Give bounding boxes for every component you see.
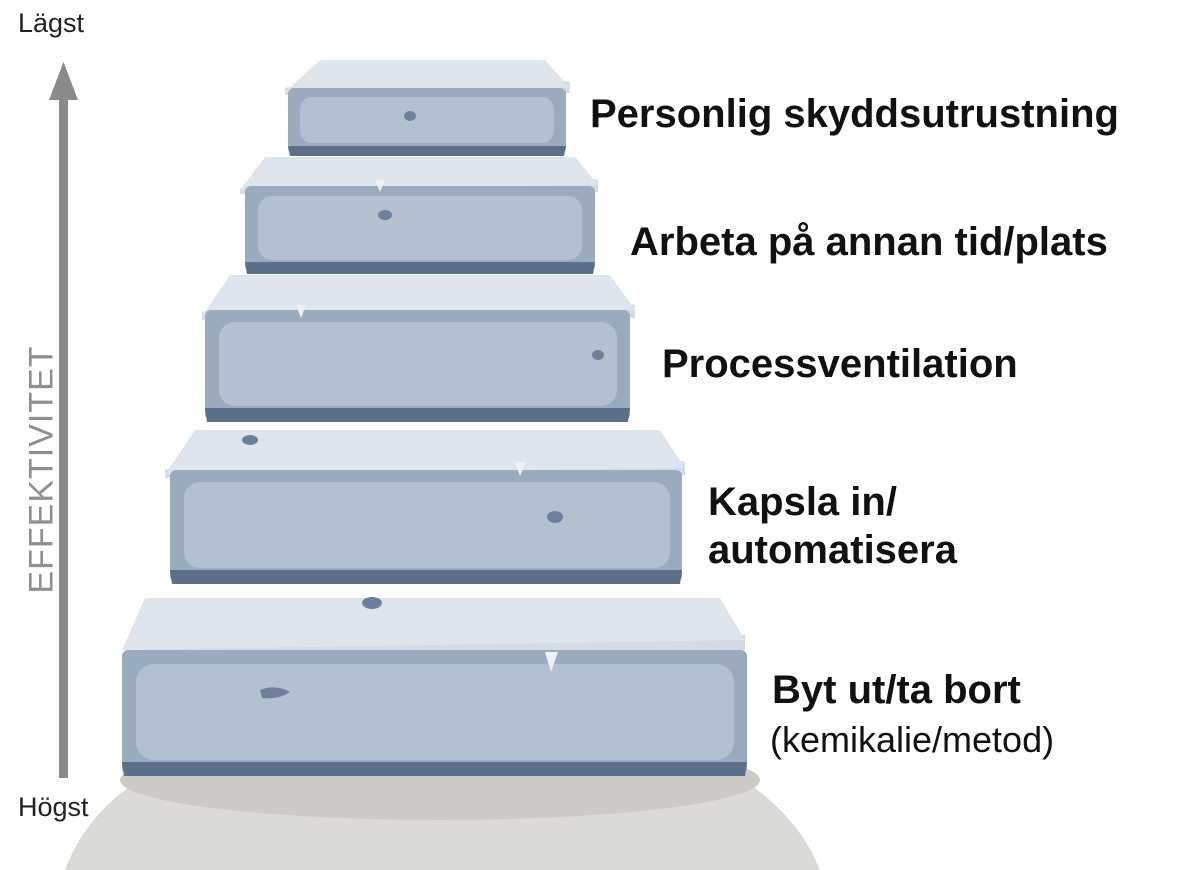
effectiveness-arrow-head: [49, 62, 78, 100]
axis-title: EFFEKTIVITET: [22, 345, 61, 594]
step-label-work-other-time-place: Arbeta på annan tid/plats: [630, 220, 1108, 264]
step-label-substitute-remove: Byt ut/ta bort: [772, 668, 1021, 712]
stair-step-3: [202, 275, 635, 422]
step-sublabel-chemical-method: (kemikalie/metod): [770, 719, 1055, 760]
step-label-line: automatisera: [708, 528, 957, 572]
axis-bottom-label: Högst: [18, 792, 89, 822]
stair-step-1: [285, 60, 570, 156]
stair-step-4: [165, 430, 685, 584]
axis-top-label: Lägst: [18, 8, 85, 38]
step-label-process-ventilation: Processventilation: [662, 342, 1018, 386]
stair-step-5: [122, 597, 747, 776]
stair-step-2: [240, 157, 598, 274]
step-label-enclose-automate: Kapsla in/ automatisera: [708, 478, 957, 574]
step-label-line: Kapsla in/: [708, 480, 897, 524]
effectiveness-arrow-shaft: [59, 95, 68, 778]
step-label-personal-protective-equipment: Personlig skyddsutrustning: [590, 92, 1119, 136]
